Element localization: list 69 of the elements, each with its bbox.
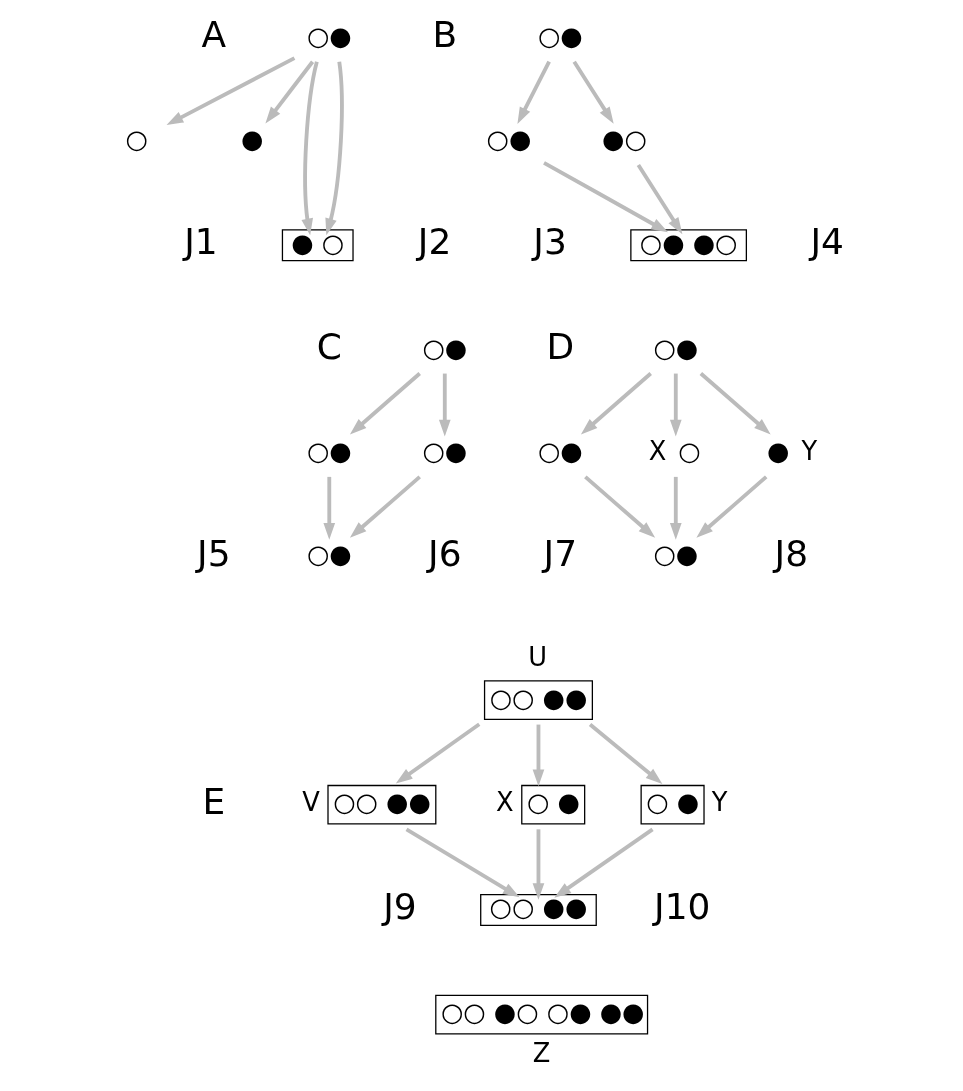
arrow: [349, 475, 421, 538]
arrow: [580, 372, 652, 435]
label: J10: [653, 885, 710, 927]
node-text: ○●: [421, 436, 467, 467]
arrow: [588, 723, 662, 784]
node-label: X: [648, 436, 666, 467]
label: J3: [532, 221, 567, 263]
arrow: [669, 476, 682, 540]
node-text: ○●: [421, 332, 467, 363]
node-box: ○○ ●●: [479, 893, 597, 926]
arrow: [532, 829, 544, 900]
arrow: [572, 60, 614, 124]
label: J6: [427, 532, 462, 574]
node-box: ○ ●: [640, 784, 705, 825]
label: A: [200, 14, 226, 56]
node-box: ○○ ●●: [326, 784, 436, 825]
arrow: [438, 373, 451, 437]
node-text: ●: [240, 124, 263, 155]
node-text: ○●: [537, 21, 583, 51]
arrow: [532, 724, 544, 787]
arrow: [553, 827, 654, 898]
label: J2: [417, 221, 451, 263]
node-box: ○○ ●●: [483, 680, 593, 721]
label: J9: [382, 885, 417, 927]
node-text: ○●: [306, 21, 352, 51]
node-text: ○: [125, 124, 148, 155]
node-label: U: [527, 641, 547, 672]
label: J7: [543, 532, 577, 574]
node-label: Y: [711, 787, 727, 818]
arrow: [695, 475, 767, 538]
label: J1: [183, 221, 218, 263]
arrow: [395, 722, 480, 784]
node-box: ○○ ●○ ○● ●●: [434, 994, 648, 1035]
node-text: ○●: [537, 436, 583, 467]
arrow: [324, 61, 344, 236]
node-label: V: [301, 787, 320, 818]
node-label: Y: [801, 436, 817, 467]
node-box: ○● ●○: [629, 229, 747, 262]
arrow: [542, 161, 668, 233]
node-label: Z: [532, 1038, 550, 1069]
label: J4: [809, 221, 844, 263]
label: J5: [196, 532, 231, 574]
arrow: [669, 373, 682, 437]
node-text: ○: [677, 436, 701, 467]
node-label: X: [495, 787, 514, 818]
label: J8: [774, 532, 808, 574]
node-text: ○●: [652, 539, 698, 570]
label: E: [201, 780, 225, 822]
label: C: [316, 326, 342, 368]
arrow: [516, 60, 551, 124]
node-text: ○●: [486, 124, 531, 155]
arrow: [166, 56, 295, 126]
node-text: ○●: [306, 539, 352, 570]
arrow: [322, 476, 335, 540]
label: B: [431, 14, 457, 56]
node-box: ○ ●: [520, 784, 585, 825]
arrow: [583, 475, 655, 538]
arrow: [405, 827, 520, 898]
node-text: ●: [766, 436, 789, 467]
arrow: [264, 60, 314, 124]
arrow: [699, 372, 771, 435]
node-box: ● ○: [281, 229, 354, 262]
node-text: ○●: [306, 436, 352, 467]
arrow: [349, 372, 421, 435]
node-text: ○●: [652, 332, 698, 363]
label: D: [545, 326, 574, 368]
node-text: ●○: [601, 124, 647, 155]
arrow: [636, 164, 682, 235]
arrow: [300, 61, 319, 236]
